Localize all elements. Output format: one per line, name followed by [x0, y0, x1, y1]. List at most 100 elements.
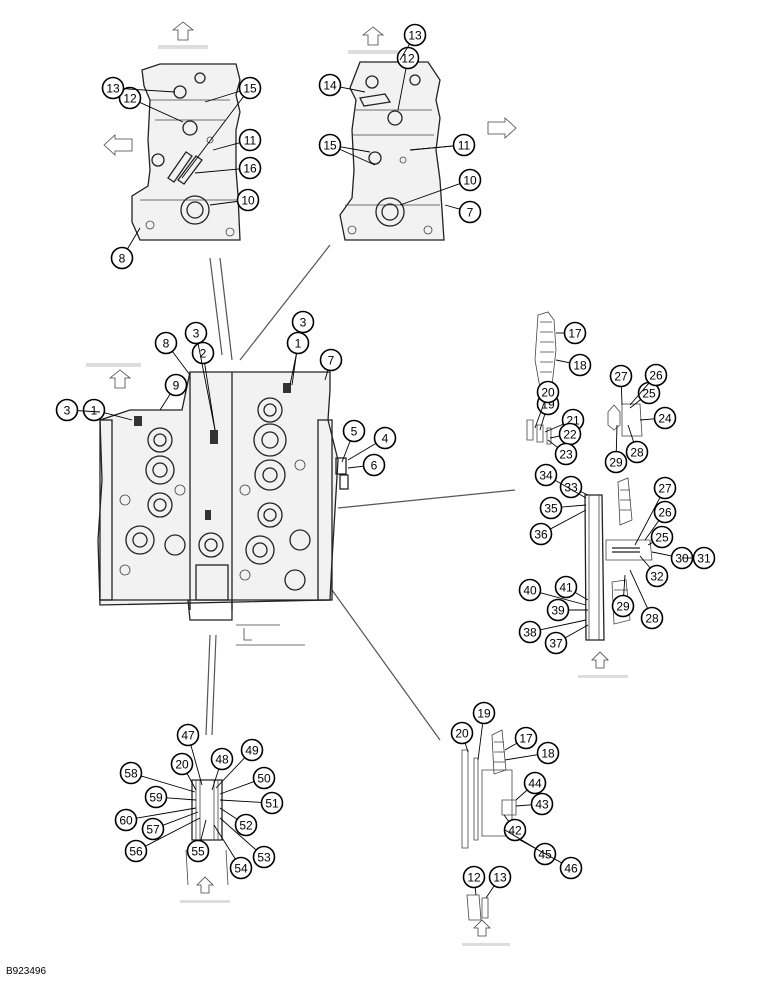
callout-circle [653, 406, 677, 430]
bottom-left-exploded-view [180, 779, 230, 903]
leader-line [200, 819, 207, 841]
callout-number: 15 [323, 139, 337, 153]
callout-bl-59-13: 59 [144, 785, 197, 809]
callout-r2-31-6: 31 [682, 546, 716, 570]
callout-tl-15-5: 15 [181, 76, 262, 179]
leader-line [544, 423, 564, 433]
callout-number: 42 [508, 824, 522, 838]
callout-circle [514, 726, 538, 750]
callout-circle [458, 168, 482, 192]
leader-line [140, 775, 196, 793]
callout-number: 27 [658, 482, 672, 496]
callout-number: 32 [650, 570, 664, 584]
callout-number: 40 [523, 584, 537, 598]
leader-line [219, 781, 255, 795]
callout-circle [238, 156, 262, 180]
leader-line [219, 799, 262, 803]
callout-circle [518, 578, 542, 602]
callout-r1-18-1: 18 [555, 353, 592, 377]
callout-circle [82, 398, 106, 422]
callout-circle [559, 856, 583, 880]
callout-r2-25-0: 25 [647, 525, 674, 549]
callout-circle [184, 321, 208, 345]
leader-line [464, 742, 469, 753]
callout-main-3-2: 3 [184, 321, 216, 431]
callout-circle [644, 363, 668, 387]
callout-number: 53 [257, 851, 271, 865]
callout-number: 25 [642, 387, 656, 401]
leader-line [515, 804, 532, 807]
callout-number: 49 [245, 744, 259, 758]
callout-circle [462, 865, 486, 889]
callout-br-12-0: 12 [462, 865, 486, 896]
callout-number: 58 [124, 767, 138, 781]
callout-number: 17 [519, 732, 533, 746]
callout-number: 48 [215, 753, 229, 767]
callout-number: 60 [119, 814, 133, 828]
leader-line [341, 440, 351, 463]
callout-circle [640, 606, 664, 630]
callout-circle [536, 741, 560, 765]
leader-line [194, 168, 240, 174]
callout-number: 36 [534, 528, 548, 542]
leader-line [634, 497, 661, 546]
callout-circle [55, 398, 79, 422]
callout-circle [252, 845, 276, 869]
callout-tr-10-1: 10 [399, 168, 482, 206]
leader-line [477, 723, 484, 761]
callout-circle [563, 321, 587, 345]
callout-br-46-10: 46 [519, 839, 583, 880]
callout-number: 13 [493, 871, 507, 885]
leader-line [347, 465, 364, 469]
callout-number: 57 [146, 823, 160, 837]
leader-line [104, 412, 133, 421]
callout-bl-57-11: 57 [141, 811, 199, 841]
callout-bl-54-8: 54 [213, 824, 253, 880]
callout-r2-40-15: 40 [518, 578, 587, 606]
callout-circle [124, 839, 148, 863]
leader-line [474, 887, 477, 896]
callout-tl-11-2: 11 [212, 128, 262, 152]
leader-line [139, 101, 184, 123]
right-upper-exploded-view [526, 311, 643, 445]
callout-circle [472, 701, 496, 725]
callout-number: 35 [544, 502, 558, 516]
callout-tr-14-5: 14 [318, 73, 366, 97]
callout-main-2-1: 2 [191, 341, 216, 431]
leader-line [574, 591, 589, 601]
callout-number: 16 [243, 162, 257, 176]
leader-line [623, 574, 626, 596]
callout-circle [318, 133, 342, 157]
callout-circle [604, 450, 628, 474]
callout-number: 26 [649, 369, 663, 383]
callout-circle [539, 496, 563, 520]
leader-line [324, 369, 329, 381]
leader-line [554, 479, 587, 499]
callout-circle [458, 200, 482, 224]
callout-r2-29-4: 29 [611, 574, 635, 618]
leader-line [162, 811, 199, 826]
callout-circle [118, 86, 142, 110]
callout-r2-35-10: 35 [539, 496, 587, 520]
leader-line [629, 569, 649, 609]
callout-number: 47 [181, 729, 195, 743]
callout-circle [546, 598, 570, 622]
callout-number: 3 [64, 404, 71, 418]
callout-number: 41 [559, 581, 573, 595]
callout-number: 46 [564, 862, 578, 876]
callout-number: 9 [173, 379, 180, 393]
callout-number: 52 [239, 819, 253, 833]
callout-circle [191, 341, 215, 365]
leader-line [399, 183, 461, 206]
callout-number: 25 [655, 531, 669, 545]
leader-line [620, 386, 623, 406]
callout-circle [523, 771, 547, 795]
callout-circle [240, 738, 264, 762]
callout-r2-32-7: 32 [639, 555, 669, 588]
callout-main-1-0: 1 [82, 398, 133, 422]
callout-number: 18 [573, 359, 587, 373]
top-left-valve-view [103, 21, 241, 241]
leader-line [644, 520, 660, 541]
callout-number: 10 [241, 194, 255, 208]
leader-line [215, 757, 246, 789]
